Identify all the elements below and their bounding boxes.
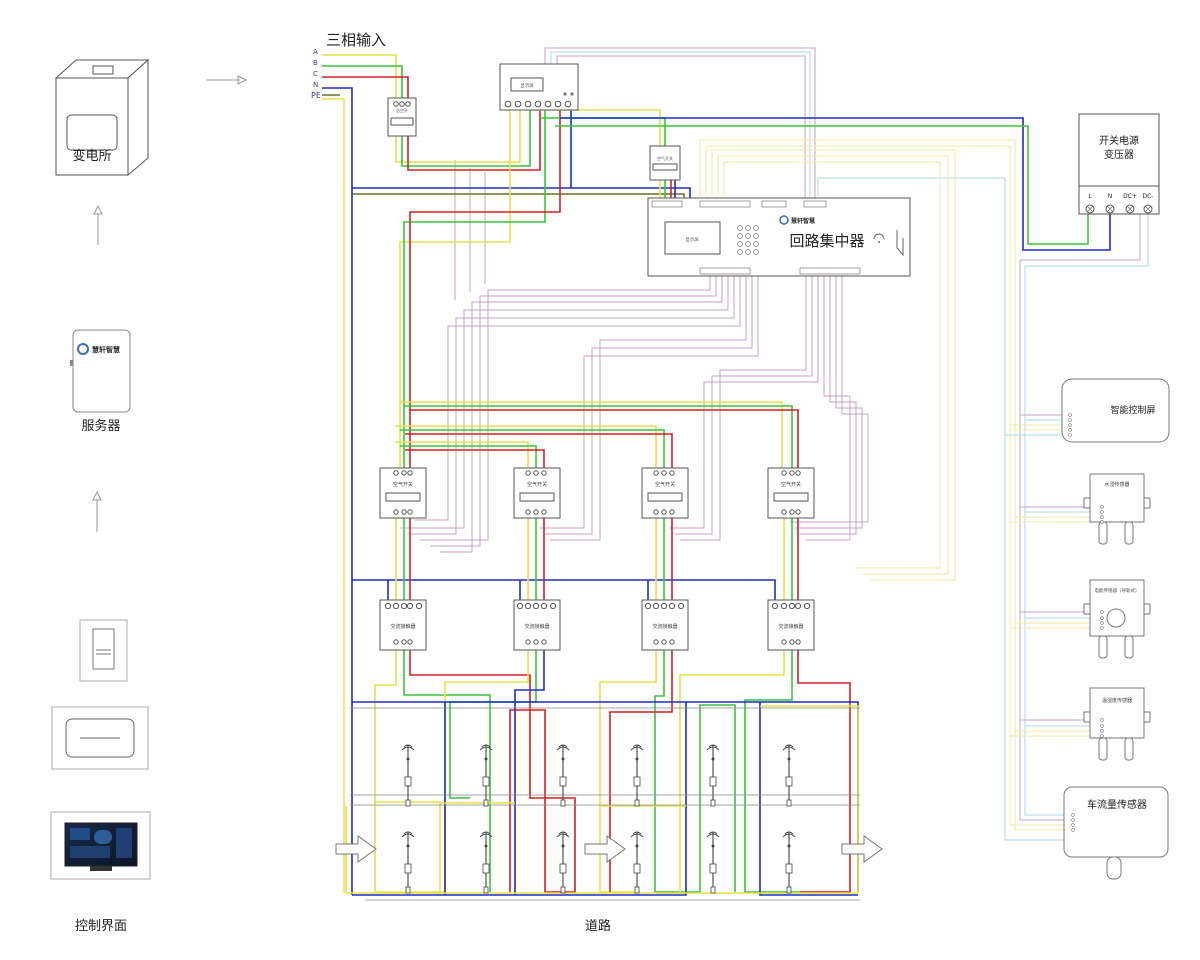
right-arrow-icon xyxy=(206,75,248,85)
street-lamp-icon xyxy=(401,831,415,894)
smart-control-screen-label: 智能控制屏 xyxy=(1110,404,1155,416)
contactor xyxy=(513,599,561,651)
loop-concentrator: 显示屏 慧轩智慧 xyxy=(647,197,911,277)
contactor-label: 交流接触器 xyxy=(778,623,803,630)
server-label: 服务器 xyxy=(81,418,120,434)
road-label: 道路 xyxy=(585,918,611,934)
control-breaker: 空气开关 xyxy=(649,145,681,181)
up-arrow-icon xyxy=(92,490,102,532)
contactor-label: 交流接触器 xyxy=(524,623,549,630)
control-terminal-icon xyxy=(79,619,128,682)
street-lamp-icon xyxy=(782,744,796,807)
street-lamp-icon xyxy=(556,744,570,807)
road-outline xyxy=(350,707,860,901)
main-breaker: 总空开 xyxy=(387,97,417,137)
feeder-breaker-label: 空气开关 xyxy=(781,481,801,488)
temperature-humidity-sensor xyxy=(1083,687,1151,761)
substation-label: 变电所 xyxy=(72,148,111,164)
control-label: 控制界面 xyxy=(75,919,127,934)
display-panel-icon xyxy=(51,706,149,770)
street-lamp-icon xyxy=(630,744,644,807)
contactor xyxy=(641,599,689,651)
power-supply-title-line2: 变压器 xyxy=(1104,148,1134,161)
energy-sensor-label: 电能传感器（导轨式） xyxy=(1095,587,1140,594)
svg-text:慧轩智慧: 慧轩智慧 xyxy=(791,217,815,225)
phase-label-b: B xyxy=(313,59,318,67)
contactors xyxy=(379,599,815,651)
phase-label-pe: PE xyxy=(311,91,321,100)
street-lamp-icon xyxy=(401,744,415,807)
feeder-breakers xyxy=(379,467,815,519)
contactor-label: 交流接触器 xyxy=(390,623,415,630)
phase-label-n: N xyxy=(313,81,318,89)
contactor-label: 交流接触器 xyxy=(652,623,677,630)
switching-power-supply xyxy=(1078,113,1160,215)
road-arrow-icon xyxy=(335,835,883,863)
street-lamp-icon xyxy=(479,744,493,807)
street-lamp-icon xyxy=(479,831,493,894)
street-lamp-icon xyxy=(706,831,720,894)
feeder-breaker-label: 空气开关 xyxy=(527,481,547,488)
traffic-flow-sensor-label: 车流量传感器 xyxy=(1087,798,1147,811)
power-supply-terminal-l: L xyxy=(1088,193,1092,200)
street-lamp-icon xyxy=(782,831,796,894)
feeder-breaker xyxy=(641,467,689,519)
feeder-breaker-label: 空气开关 xyxy=(393,481,413,488)
temperature-humidity-sensor-label: 温湿度传感器 xyxy=(1102,697,1132,704)
traffic-flow-sensor xyxy=(1063,786,1169,880)
monitor-icon xyxy=(50,811,151,880)
svg-text:空气开关: 空气开关 xyxy=(657,155,673,161)
power-supply-terminal-dc-plus: DC+ xyxy=(1123,193,1137,200)
street-lamp-icon xyxy=(630,831,644,894)
svg-text:显示屏: 显示屏 xyxy=(520,83,534,89)
signal-wiring xyxy=(400,47,1149,841)
contactor xyxy=(379,599,427,651)
svg-text:慧轩智慧: 慧轩智慧 xyxy=(92,345,120,354)
power-supply-title-line1: 开关电源 xyxy=(1099,134,1139,147)
phase-input-title: 三相输入 xyxy=(326,31,386,49)
street-lamp-icon xyxy=(556,831,570,894)
feeder-breaker xyxy=(513,467,561,519)
server-icon: 慧轩智慧 xyxy=(70,329,131,413)
feeder-breaker-label: 空气开关 xyxy=(655,481,675,488)
smart-control-screen xyxy=(1061,378,1170,443)
street-lamps xyxy=(401,744,796,894)
concentrator-title: 回路集中器 xyxy=(789,232,864,250)
water-sensor xyxy=(1083,473,1151,545)
feeder-breaker xyxy=(767,467,815,519)
energy-sensor xyxy=(1083,579,1151,659)
up-arrow-icon xyxy=(93,204,103,245)
substation-cabinet-icon xyxy=(54,58,150,177)
power-wiring xyxy=(322,54,1111,896)
phase-label-c: C xyxy=(313,70,318,78)
street-lamp-icon xyxy=(706,744,720,807)
svg-text:总空开: 总空开 xyxy=(396,107,408,113)
svg-text:显示屏: 显示屏 xyxy=(685,237,699,243)
phase-label-a: A xyxy=(313,48,318,56)
power-supply-terminal-dc-minus: DC- xyxy=(1143,193,1154,200)
power-supply-terminal-n: N xyxy=(1108,193,1113,200)
water-sensor-label: 水浸传感器 xyxy=(1104,481,1129,488)
energy-meter: 显示屏 xyxy=(499,63,579,111)
feeder-breaker xyxy=(379,467,427,519)
contactor xyxy=(767,599,815,651)
